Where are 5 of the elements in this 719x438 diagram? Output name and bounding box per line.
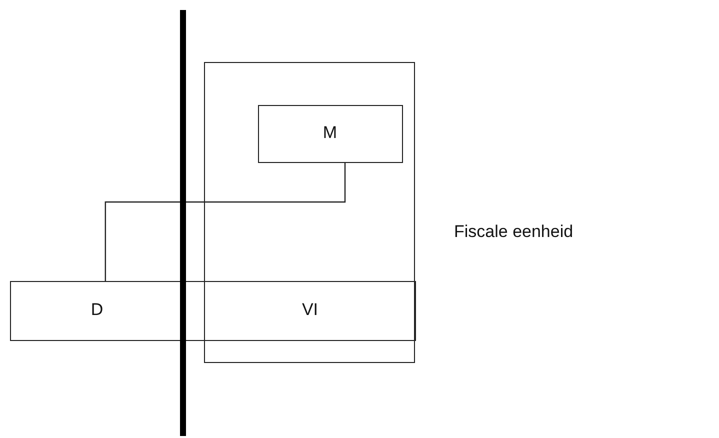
node-label: VI — [302, 300, 318, 320]
node-label: D — [90, 300, 104, 320]
group-label: Fiscale eenheid — [454, 222, 574, 242]
node-label: M — [322, 123, 338, 143]
connector-line — [104, 163, 346, 281]
